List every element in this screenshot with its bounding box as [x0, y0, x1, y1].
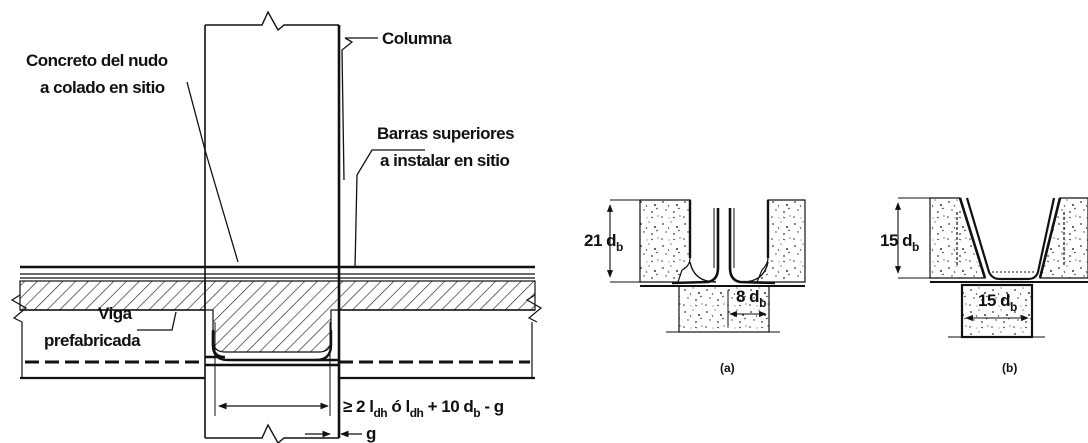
precast-beam: [10, 294, 543, 380]
column: [204, 10, 341, 443]
bottom-bars: [25, 330, 530, 367]
label-barras-line2: a instalar en sitio: [380, 151, 509, 170]
label-development-length: ≥ 2 ldh ó ldh + 10 db - g: [343, 397, 504, 420]
label-prefabricada: prefabricada: [44, 331, 141, 350]
section-b: 15 db 15 db (b): [880, 197, 1088, 375]
label-b-width: 15 db: [978, 291, 1017, 314]
label-gap: g: [366, 424, 376, 443]
label-concreto-line2: a colado en sitio: [40, 78, 165, 97]
label-viga: Viga: [98, 304, 133, 323]
leader-lines: [137, 37, 425, 331]
label-barras-line1: Barras superiores: [377, 124, 514, 143]
label-b-height: 15 db: [880, 231, 919, 254]
label-a-height: 21 db: [584, 231, 623, 254]
label-concreto-line1: Concreto del nudo: [26, 51, 168, 70]
caption-b: (b): [1002, 361, 1017, 375]
label-columna: Columna: [382, 29, 452, 48]
cast-in-place-concrete: [19, 280, 536, 353]
development-length-dimension: [214, 322, 362, 438]
section-a: 21 db 8 db (a): [584, 199, 806, 375]
slab-topping: [20, 265, 535, 279]
main-joint-detail: Columna Concreto del nudo a colado en si…: [10, 10, 543, 443]
label-a-width: 8 db: [736, 287, 766, 310]
caption-a: (a): [720, 361, 735, 375]
